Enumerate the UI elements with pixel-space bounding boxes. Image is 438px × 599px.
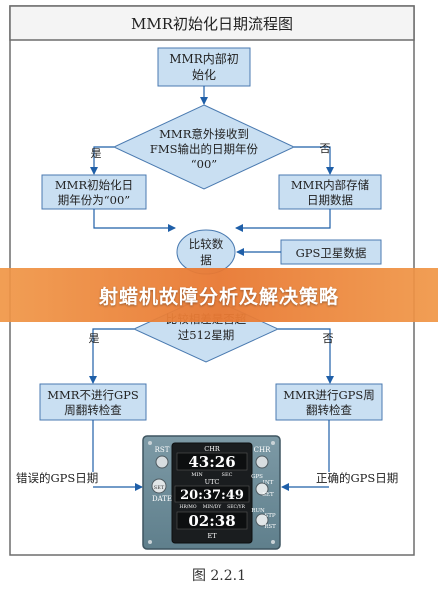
display-3-frame bbox=[176, 511, 248, 530]
left-box-2-line1: MMR不进行GPS bbox=[47, 388, 139, 402]
decision-1 bbox=[112, 104, 296, 190]
gps-label: GPS bbox=[251, 474, 263, 480]
arrow-dec1-yes bbox=[90, 146, 114, 175]
hrmo-label: HR/MO bbox=[179, 504, 196, 510]
figure-caption: 图 2.2.1 bbox=[191, 568, 247, 584]
decision-1-line2: FMS输出的日期年份 bbox=[150, 142, 259, 156]
title-banner: 射蜡机故障分析及解决策略 bbox=[0, 268, 438, 322]
set-date-knob bbox=[151, 478, 167, 494]
title-band bbox=[9, 5, 415, 41]
chr-button-label: CHR bbox=[254, 446, 271, 454]
stp-label: STP bbox=[264, 513, 275, 519]
right-box-2 bbox=[275, 383, 383, 421]
left-box-2 bbox=[39, 383, 147, 421]
secyr-label: SEC/YR bbox=[227, 504, 245, 510]
decision-1-line3: “00” bbox=[191, 157, 217, 171]
arrow-right1-compare bbox=[235, 209, 331, 232]
set-knob-label: SET bbox=[154, 485, 165, 491]
arrow-dec2-no bbox=[278, 328, 334, 384]
run-knob bbox=[255, 513, 269, 527]
rst-label: RST bbox=[155, 446, 170, 454]
right-box-2-line2: 翻转检查 bbox=[306, 403, 352, 417]
left-box-1-line1: MMR初始化日 bbox=[55, 178, 133, 192]
left-box-2-line2: 周翻转检查 bbox=[64, 403, 122, 417]
compare-line1: 比较数 bbox=[189, 237, 224, 251]
sec-label: SEC bbox=[222, 472, 233, 478]
left-box-1-line2: 期年份为“00” bbox=[58, 193, 130, 207]
decision-2-line2: 过512星期 bbox=[178, 328, 234, 342]
date-label: DATE bbox=[152, 495, 172, 503]
screw-icon bbox=[271, 441, 275, 445]
dec2-yes-label: 是 bbox=[89, 332, 100, 345]
set-right-label: SET bbox=[262, 492, 274, 498]
dec1-no-label: 否 bbox=[320, 142, 331, 155]
display-2-frame bbox=[174, 485, 250, 503]
int-label: INT bbox=[263, 480, 274, 486]
right-box-1 bbox=[278, 174, 382, 210]
display-1-frame bbox=[176, 452, 248, 471]
banner-text: 射蜡机故障分析及解决策略 bbox=[98, 285, 339, 308]
rst2-label: RST bbox=[264, 524, 276, 530]
start-box-line1: MMR内部初 bbox=[169, 51, 239, 66]
arrow-dec1-no bbox=[294, 146, 334, 175]
start-box-line2: 始化 bbox=[192, 68, 216, 82]
mindy-label: MIN/DY bbox=[203, 504, 222, 510]
diagram-title: MMR初始化日期流程图 bbox=[131, 15, 293, 33]
mode-knob bbox=[255, 482, 269, 496]
clock-device: RST SET DATE CHR GPS INT SET RUN STP RST… bbox=[142, 435, 281, 550]
utc-label: UTC bbox=[205, 478, 220, 486]
min-label: MIN bbox=[191, 472, 203, 478]
right-box-1-line2: 日期数据 bbox=[307, 193, 353, 207]
arrow-left1-compare bbox=[93, 209, 176, 232]
screen-chr-label: CHR bbox=[204, 445, 221, 453]
start-box bbox=[157, 47, 251, 87]
display-2: 20:37:49 bbox=[180, 488, 244, 503]
dec1-yes-label: 是 bbox=[91, 147, 102, 160]
right-box-1-line1: MMR内部存储 bbox=[291, 178, 370, 192]
display-1: 43:26 bbox=[188, 453, 235, 471]
right-gps-label: 正确的GPS日期 bbox=[316, 471, 398, 485]
decision-1-line1: MMR意外接收到 bbox=[159, 127, 249, 141]
et-label: ET bbox=[207, 532, 217, 540]
chr-button bbox=[255, 455, 269, 469]
gps-data-label: GPS卫星数据 bbox=[296, 246, 367, 260]
arrow-dec2-yes bbox=[89, 328, 134, 384]
screw-icon bbox=[148, 540, 152, 544]
dec2-no-label: 否 bbox=[323, 332, 334, 345]
right-box-2-line1: MMR进行GPS周 bbox=[283, 388, 375, 402]
wrong-gps-label: 错误的GPS日期 bbox=[16, 471, 98, 485]
rst-button bbox=[155, 455, 169, 469]
display-3: 02:38 bbox=[188, 512, 235, 530]
screw-icon bbox=[271, 540, 275, 544]
run-label: RUN bbox=[251, 508, 265, 514]
compare-line2: 据 bbox=[200, 253, 212, 267]
screw-icon bbox=[148, 441, 152, 445]
